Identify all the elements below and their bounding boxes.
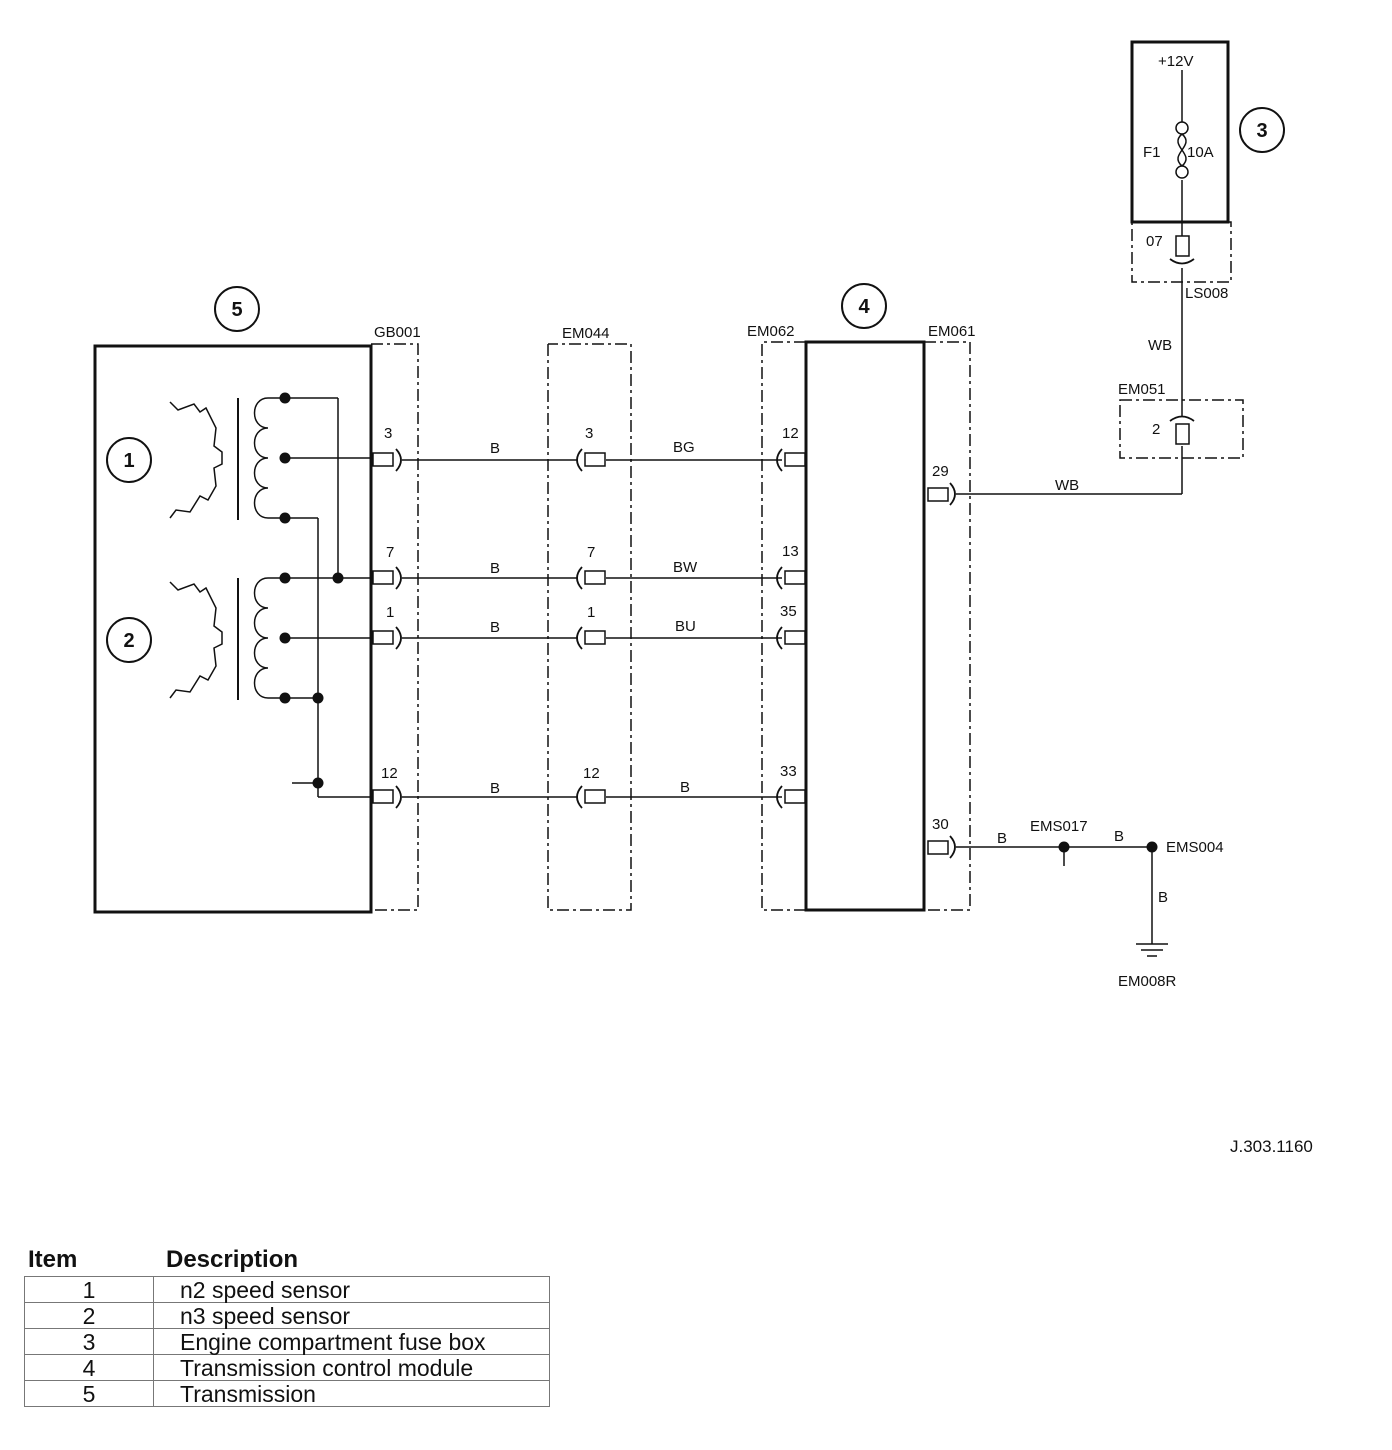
circuit3-color-b: BU	[675, 618, 696, 635]
fuse-supply-label: +12V	[1158, 53, 1193, 70]
em061-outline	[924, 341, 971, 911]
legend-description: Engine compartment fuse box	[153, 1328, 550, 1355]
circuit1-em044-pin: 3	[585, 425, 593, 442]
connector-em044-label: EM044	[562, 325, 610, 342]
component-4-number: 4	[858, 296, 870, 318]
legend-description: Transmission	[153, 1380, 550, 1407]
legend-row: 3 Engine compartment fuse box	[24, 1328, 550, 1355]
circuit4-tcm-pin: 33	[780, 763, 797, 780]
circuit1-color-b: BG	[673, 439, 695, 456]
em044-outline	[547, 343, 632, 911]
circuit4-color-b: B	[680, 779, 690, 796]
circuit3-em044-pin: 1	[587, 604, 595, 621]
circuit2-gb-pin: 7	[386, 544, 394, 561]
circuit3-gb-pin: 1	[386, 604, 394, 621]
circuit2-em044-pin: 7	[587, 544, 595, 561]
sensor-1-coil	[253, 397, 285, 519]
legend-description: n2 speed sensor	[153, 1276, 550, 1303]
em062-outline	[761, 341, 806, 911]
legend-item: 2	[24, 1302, 154, 1329]
legend-item: 4	[24, 1354, 154, 1381]
em051-outline	[1119, 399, 1244, 459]
power-color-vertical: WB	[1148, 337, 1172, 354]
legend-description: n3 speed sensor	[153, 1302, 550, 1329]
gb001-outline	[371, 343, 419, 911]
legend-header-description: Description	[166, 1246, 299, 1273]
sensor-2-coil	[253, 577, 285, 699]
fuse-rating-label: 10A	[1187, 144, 1214, 161]
legend-row: 4 Transmission control module	[24, 1354, 550, 1381]
circuit4-gb-pin: 12	[381, 765, 398, 782]
em051-pin-label: 2	[1152, 421, 1160, 438]
circuit2-color-b: BW	[673, 559, 698, 576]
connector-em061-label: EM061	[928, 323, 976, 340]
legend-header: Item Description	[24, 1244, 564, 1276]
splice-ems017-label: EMS017	[1030, 818, 1088, 835]
component-3-number: 3	[1256, 120, 1267, 142]
connector-ls008-label: LS008	[1185, 285, 1228, 302]
legend-row: 1 n2 speed sensor	[24, 1276, 550, 1303]
circuit4-em044-pin: 12	[583, 765, 600, 782]
document-id: J.303.1160	[1230, 1137, 1313, 1156]
fuse-box	[1130, 40, 1230, 224]
connector-em051-label: EM051	[1118, 381, 1166, 398]
transmission-box	[93, 344, 373, 914]
legend-item: 3	[24, 1328, 154, 1355]
power-color: WB	[1055, 477, 1079, 494]
circuit3-tcm-pin: 35	[780, 603, 797, 620]
ground-em008r-label: EM008R	[1118, 973, 1177, 990]
circuit3-color-a: B	[490, 619, 500, 636]
legend-header-item: Item	[28, 1246, 78, 1273]
splice-ems004-label: EMS004	[1166, 839, 1224, 856]
ground-color-3: B	[1158, 889, 1168, 906]
circuit1-color-a: B	[490, 440, 500, 457]
legend-row: 5 Transmission	[24, 1380, 550, 1407]
circuit1-tcm-pin: 12	[782, 425, 799, 442]
ls008-pin-label: 07	[1146, 233, 1163, 250]
circuit2-color-a: B	[490, 560, 500, 577]
legend-rows: 1 n2 speed sensor 2 n3 speed sensor 3 En…	[24, 1276, 550, 1407]
connector-em062-label: EM062	[747, 323, 795, 340]
legend-item: 5	[24, 1380, 154, 1407]
sensor-1-tone-wheel	[169, 401, 223, 519]
legend-description: Transmission control module	[153, 1354, 550, 1381]
ground-color-2: B	[1114, 828, 1124, 845]
component-5-number: 5	[231, 299, 242, 321]
ground-color-1: B	[997, 830, 1007, 847]
tcm-box	[804, 340, 926, 912]
wiring-diagram: 1 2 3 4 5 GB001 EM044 EM062 EM061 EM051 …	[93, 40, 1313, 1156]
legend-table: Item Description 1 n2 speed sensor 2 n3 …	[24, 1244, 564, 1407]
component-2-number: 2	[123, 630, 134, 652]
sensor-2-tone-wheel	[169, 581, 223, 699]
circuit4-color-a: B	[490, 780, 500, 797]
connector-gb001-label: GB001	[374, 324, 421, 341]
component-1-number: 1	[123, 450, 134, 472]
ground-tcm-pin: 30	[932, 816, 949, 833]
circuit2-tcm-pin: 13	[782, 543, 799, 560]
legend-item: 1	[24, 1276, 154, 1303]
fuse-name-label: F1	[1143, 144, 1161, 161]
legend-row: 2 n3 speed sensor	[24, 1302, 550, 1329]
circuit1-gb-pin: 3	[384, 425, 392, 442]
power-tcm-pin: 29	[932, 463, 949, 480]
